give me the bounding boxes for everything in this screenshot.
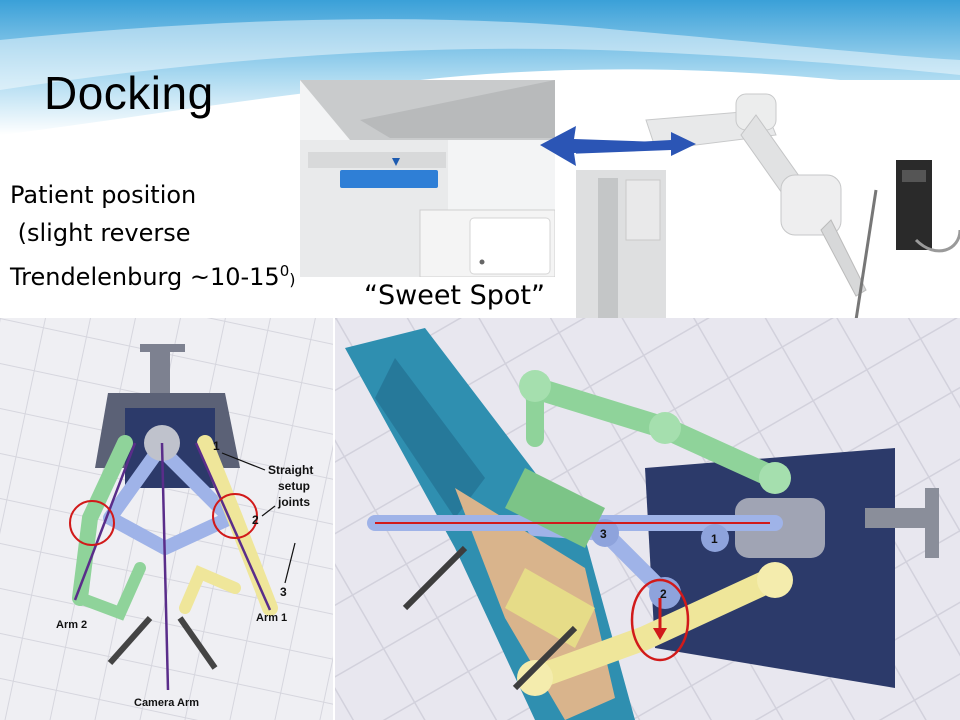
schematic-illustration: 1 2 3 Straight setup joints Arm 1 Arm 2 … [0, 318, 333, 720]
arm-1-label: Arm 1 [256, 612, 287, 624]
setup-joints-label-line-3: joints [277, 495, 310, 509]
position-line-2: (slight reverse [10, 219, 191, 247]
closeup-illustration [300, 80, 555, 277]
position-line-3: Trendelenburg ~10-150) [10, 252, 296, 299]
sweet-spot-label: “Sweet Spot” [364, 280, 545, 311]
red-highlight-ellipse [630, 578, 690, 662]
robot-arm-illustration [576, 80, 960, 320]
slide-title: Docking [44, 67, 214, 119]
setup-joints-label-line-2: setup [278, 479, 310, 493]
blue-alignment-band [340, 170, 438, 188]
patient-position-text: Patient position (slight reverse Trendel… [10, 176, 296, 299]
diagram-label-1: 1 [213, 439, 220, 453]
arm-2-label: Arm 2 [56, 619, 87, 631]
camera-arm-label: Camera Arm [134, 697, 199, 709]
red-down-arrow-icon [653, 628, 667, 640]
render-joint-3: 3 [600, 527, 607, 541]
red-highlight-circle [212, 493, 258, 539]
docking-3d-render: 3 1 2 [335, 318, 960, 720]
docking-schematic-diagram: 1 2 3 Straight setup joints Arm 1 Arm 2 … [0, 318, 333, 720]
position-line-1: Patient position [10, 181, 197, 209]
setup-joints-label-line-1: Straight [268, 463, 313, 477]
diagram-label-2: 2 [252, 513, 259, 527]
position-line-3-end: ) [289, 270, 296, 289]
render-joint-1: 1 [711, 532, 718, 546]
robot-arm-photo [576, 80, 960, 320]
alignment-triangle-icon [392, 158, 400, 166]
position-line-3-main: Trendelenburg ~10-15 [10, 263, 280, 291]
direction-arrow-icon [540, 126, 660, 166]
red-highlight-circle [69, 500, 115, 546]
degree-superscript: 0 [279, 262, 290, 280]
docking-closeup-photo [300, 80, 555, 277]
render-illustration: 3 1 2 [335, 318, 960, 720]
render-joint-2: 2 [660, 587, 667, 601]
diagram-label-3: 3 [280, 585, 287, 599]
